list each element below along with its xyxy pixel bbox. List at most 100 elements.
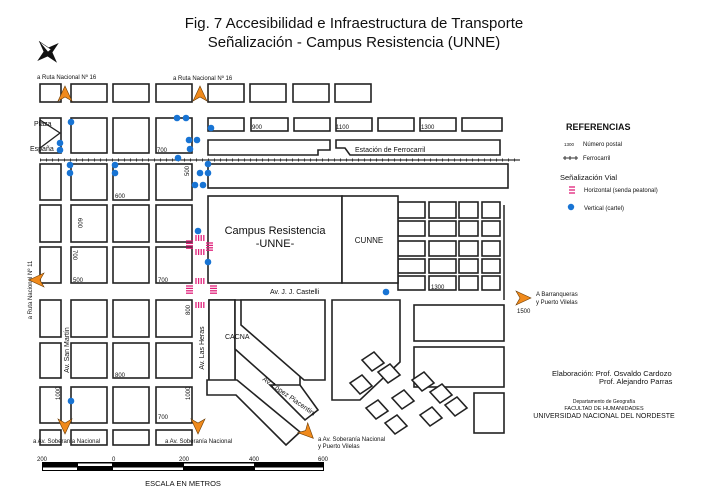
- cunne-block: [341, 195, 399, 284]
- city-block: [70, 83, 108, 103]
- city-block: [249, 83, 287, 103]
- crosswalk-icon: [195, 249, 205, 255]
- city-block: [458, 275, 479, 291]
- dest-ruta16-b: a Ruta Nacional Nº 16: [173, 75, 233, 82]
- north-arrow-icon: [37, 41, 59, 63]
- map-title-line2: Señalización - Campus Resistencia (UNNE): [208, 34, 501, 51]
- city-block: [335, 139, 501, 156]
- city-block: [39, 429, 62, 446]
- city-block: [207, 117, 245, 132]
- dest-barranqueras-2: y Puerto Vilelas: [536, 300, 578, 306]
- city-block: [39, 83, 62, 103]
- city-block: [250, 117, 289, 132]
- direction-arrow-icon: [192, 85, 208, 102]
- postal-number: 700: [157, 148, 168, 154]
- direction-arrow-icon: [515, 290, 532, 306]
- city-block: [292, 83, 330, 103]
- city-block: [240, 299, 326, 381]
- city-block: [207, 139, 331, 156]
- vertical-sign-marker: [56, 139, 64, 147]
- city-block: [112, 342, 150, 379]
- city-block: [207, 83, 245, 103]
- city-block: [397, 240, 426, 257]
- city-block: [428, 240, 457, 257]
- city-block: [481, 258, 501, 274]
- postal-number: 700: [158, 278, 169, 284]
- city-block: [383, 413, 409, 436]
- city-block: [39, 163, 62, 201]
- city-block: [334, 83, 372, 103]
- direction-arrow-icon: [190, 418, 206, 435]
- postal-number: 1500: [517, 309, 531, 315]
- vertical-sign-marker: [173, 114, 181, 122]
- city-block: [390, 388, 416, 411]
- dest-ruta16-a: a Ruta Nacional Nº 16: [37, 74, 97, 81]
- city-block: [428, 220, 457, 237]
- city-block: [155, 386, 193, 424]
- city-block: [397, 220, 426, 237]
- legend-vertical-label: Vertical (cartel): [584, 206, 624, 212]
- city-block: [112, 163, 150, 201]
- map-title-line1: Fig. 7 Accesibilidad e Infraestructura d…: [185, 15, 524, 32]
- scale-tick: 0: [112, 457, 116, 463]
- vertical-sign-marker: [67, 397, 75, 405]
- city-block: [155, 163, 193, 201]
- city-block: [155, 117, 193, 154]
- postal-number: 800: [186, 304, 192, 315]
- legend-postal-label: Número postal: [583, 142, 622, 148]
- postal-number: 800: [115, 373, 126, 379]
- city-block: [348, 373, 374, 396]
- city-block: [155, 299, 193, 338]
- city-block: [70, 163, 108, 201]
- city-block: [208, 299, 236, 389]
- dest-barranqueras-1: A Barranqueras: [536, 292, 578, 298]
- vertical-sign-marker: [207, 124, 215, 132]
- city-block: [112, 204, 150, 243]
- city-block: [364, 398, 390, 421]
- vertical-sign-marker: [186, 145, 194, 153]
- city-block: [458, 258, 479, 274]
- postal-number: 700: [158, 415, 169, 421]
- crosswalk-icon: [186, 240, 193, 249]
- vertical-sign-marker: [193, 136, 201, 144]
- city-block: [293, 117, 331, 132]
- legend-signage-title: Señalización Vial: [560, 173, 617, 182]
- vertical-sign-marker: [111, 169, 119, 177]
- legend-horizontal-label: Horizontal (senda peatonal): [584, 188, 658, 194]
- city-block: [112, 299, 150, 338]
- scale-tick: 600: [318, 457, 329, 463]
- city-block: [397, 275, 426, 291]
- legend-sign-icon: [567, 203, 575, 211]
- city-block: [206, 379, 302, 447]
- city-block: [112, 246, 150, 284]
- city-block: [39, 342, 62, 379]
- plaza-label-2: España: [30, 146, 54, 153]
- city-block: [481, 220, 501, 237]
- postal-number: 500: [185, 165, 191, 176]
- city-block: [458, 201, 479, 219]
- city-block: [70, 204, 108, 243]
- crosswalk-icon: [195, 235, 205, 241]
- city-block: [397, 258, 426, 274]
- city-block: [155, 246, 193, 284]
- credits: Elaboración: Prof. Osvaldo Cardozo Prof.…: [533, 369, 675, 420]
- plaza-label-1: Plaza: [34, 121, 52, 128]
- crosswalk-icon: [206, 242, 213, 251]
- vertical-sign-marker: [66, 161, 74, 169]
- city-block: [428, 201, 457, 219]
- direction-arrow-icon: [296, 421, 314, 439]
- city-block: [39, 204, 62, 243]
- city-block: [419, 117, 457, 132]
- legend-postal-sample: 1300: [564, 142, 575, 147]
- vertical-sign-marker: [199, 181, 207, 189]
- city-block: [481, 240, 501, 257]
- credit-faculty: FACULTAD DE HUMANIDADES: [564, 406, 644, 412]
- credit-department: Departamento de Geografía: [573, 399, 635, 405]
- city-block: [112, 386, 150, 424]
- city-block: [360, 350, 386, 373]
- city-block: [39, 299, 62, 338]
- campus-label-2: -UNNE-: [256, 238, 295, 250]
- city-block: [428, 382, 454, 405]
- crosswalk-icon: [210, 285, 217, 294]
- vertical-sign-marker: [204, 258, 212, 266]
